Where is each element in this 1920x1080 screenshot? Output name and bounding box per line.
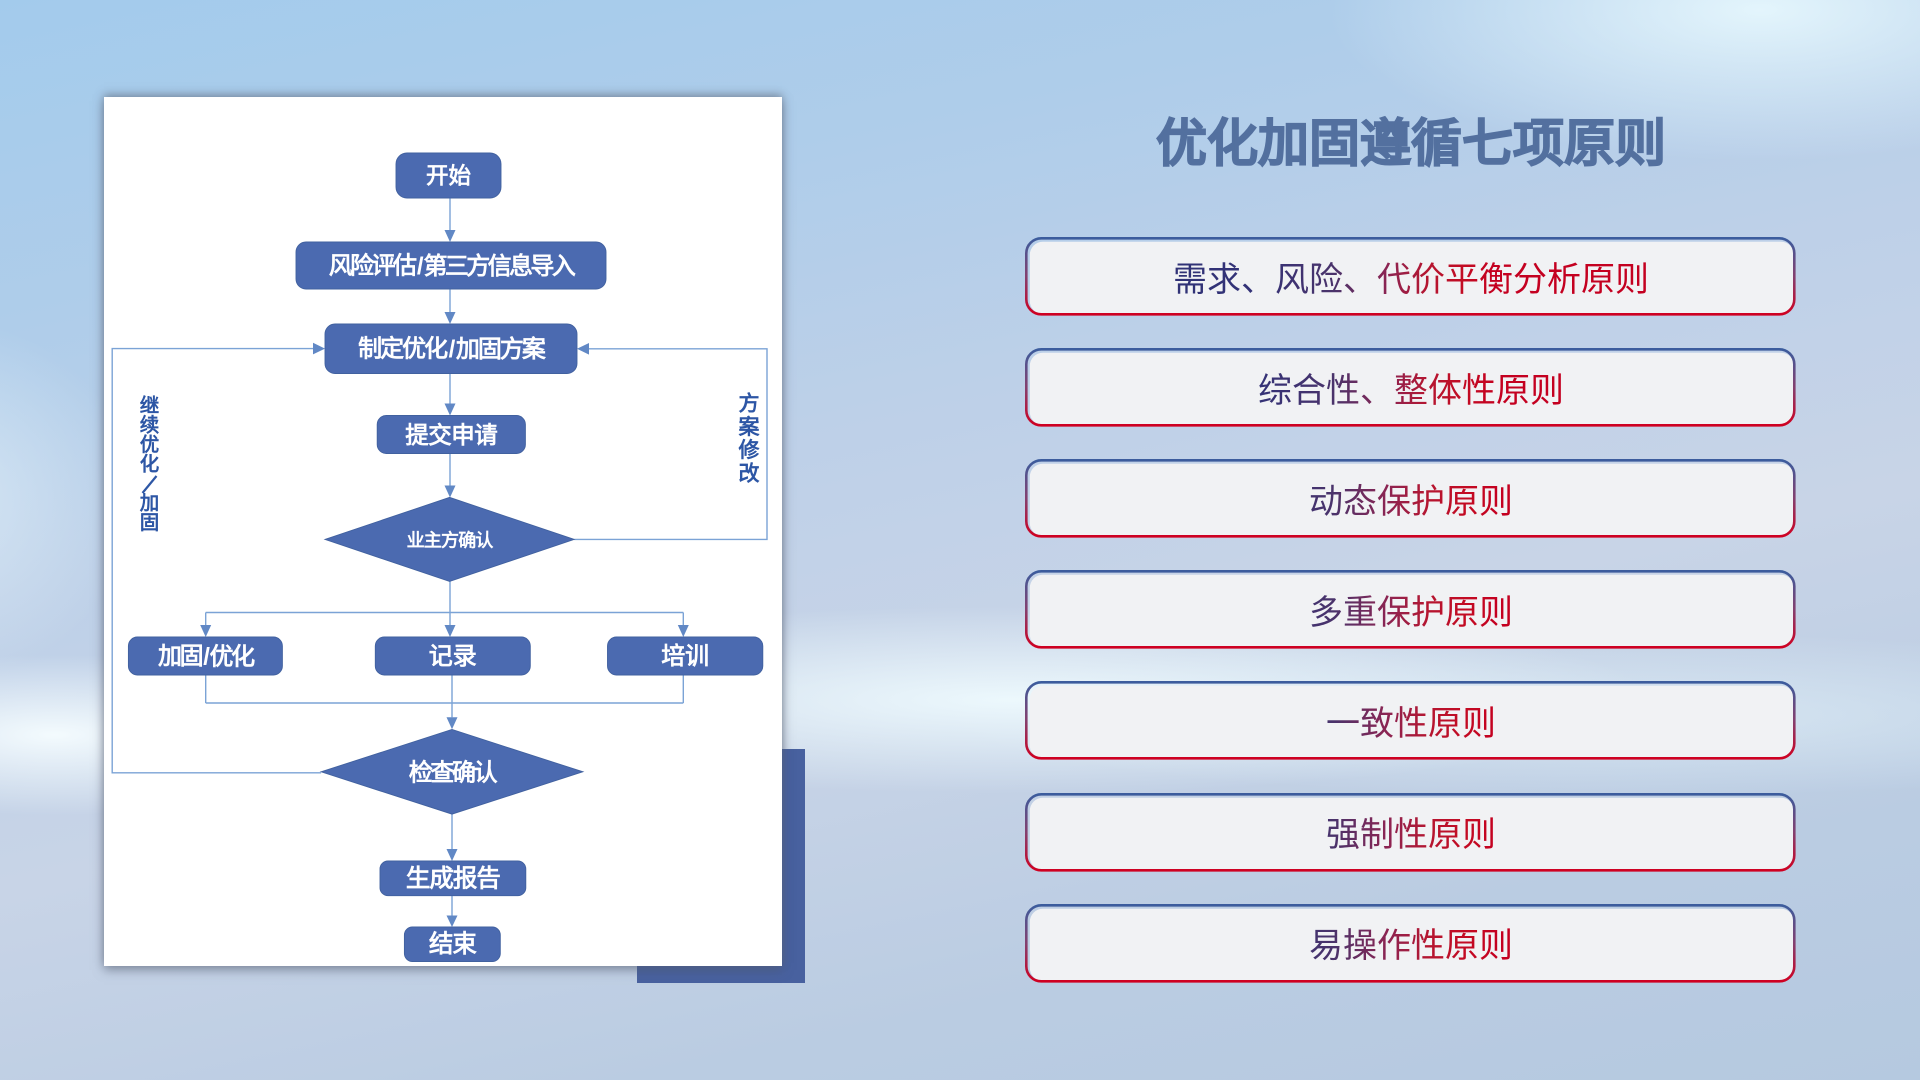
- svg-text:开始: 开始: [426, 163, 472, 189]
- svg-text:业主方确认: 业主方确认: [407, 530, 495, 551]
- svg-text:加: 加: [139, 493, 160, 515]
- svg-text:制定优化/加固方案: 制定优化/加固方案: [358, 335, 547, 363]
- svg-text:固: 固: [140, 512, 160, 534]
- svg-text:修: 修: [738, 438, 761, 462]
- svg-text:记录: 记录: [429, 643, 477, 670]
- svg-text:改: 改: [739, 461, 761, 485]
- svg-text:风险评估/第三方信息导入: 风险评估/第三方信息导入: [329, 252, 576, 280]
- svg-text:化: 化: [140, 453, 160, 476]
- svg-text:检查确认: 检查确认: [409, 759, 498, 787]
- svg-text:结束: 结束: [429, 930, 477, 958]
- svg-text:优: 优: [140, 433, 160, 456]
- svg-text:加固/优化: 加固/优化: [158, 642, 255, 670]
- svg-text:提交申请: 提交申请: [405, 421, 497, 448]
- svg-text:培训: 培训: [661, 642, 709, 670]
- svg-text:继: 继: [140, 394, 160, 417]
- svg-text:生成报告: 生成报告: [406, 865, 500, 893]
- svg-text:方: 方: [739, 392, 760, 416]
- svg-text:续: 续: [140, 414, 160, 437]
- svg-text:案: 案: [738, 415, 761, 439]
